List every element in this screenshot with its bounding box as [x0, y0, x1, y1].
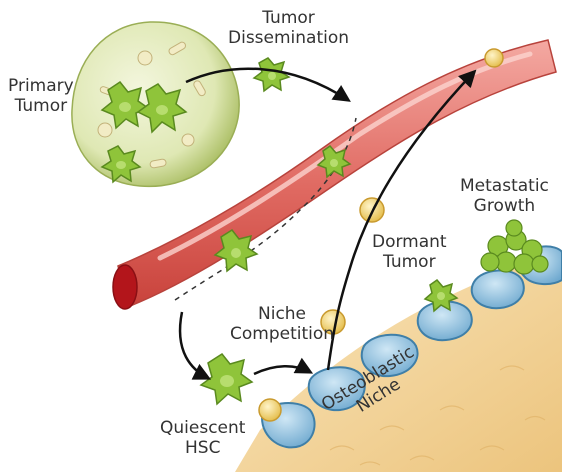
label-primary-tumor: Primary Tumor	[8, 76, 74, 116]
competition-arrow	[180, 312, 208, 378]
label-quiescent-hsc: Quiescent HSC	[160, 418, 245, 458]
label-niche-competition: Niche Competition	[230, 304, 334, 344]
label-tumor-dissemination: Tumor Dissemination	[228, 8, 349, 48]
vessel-lumen	[113, 265, 137, 309]
label-dormant-tumor: Dormant Tumor	[372, 232, 447, 272]
metastatic-cluster	[481, 220, 548, 274]
homing-arrow	[254, 366, 310, 374]
label-metastatic-growth: Metastatic Growth	[460, 176, 549, 216]
quiescent-hsc-nucleus	[220, 375, 234, 387]
